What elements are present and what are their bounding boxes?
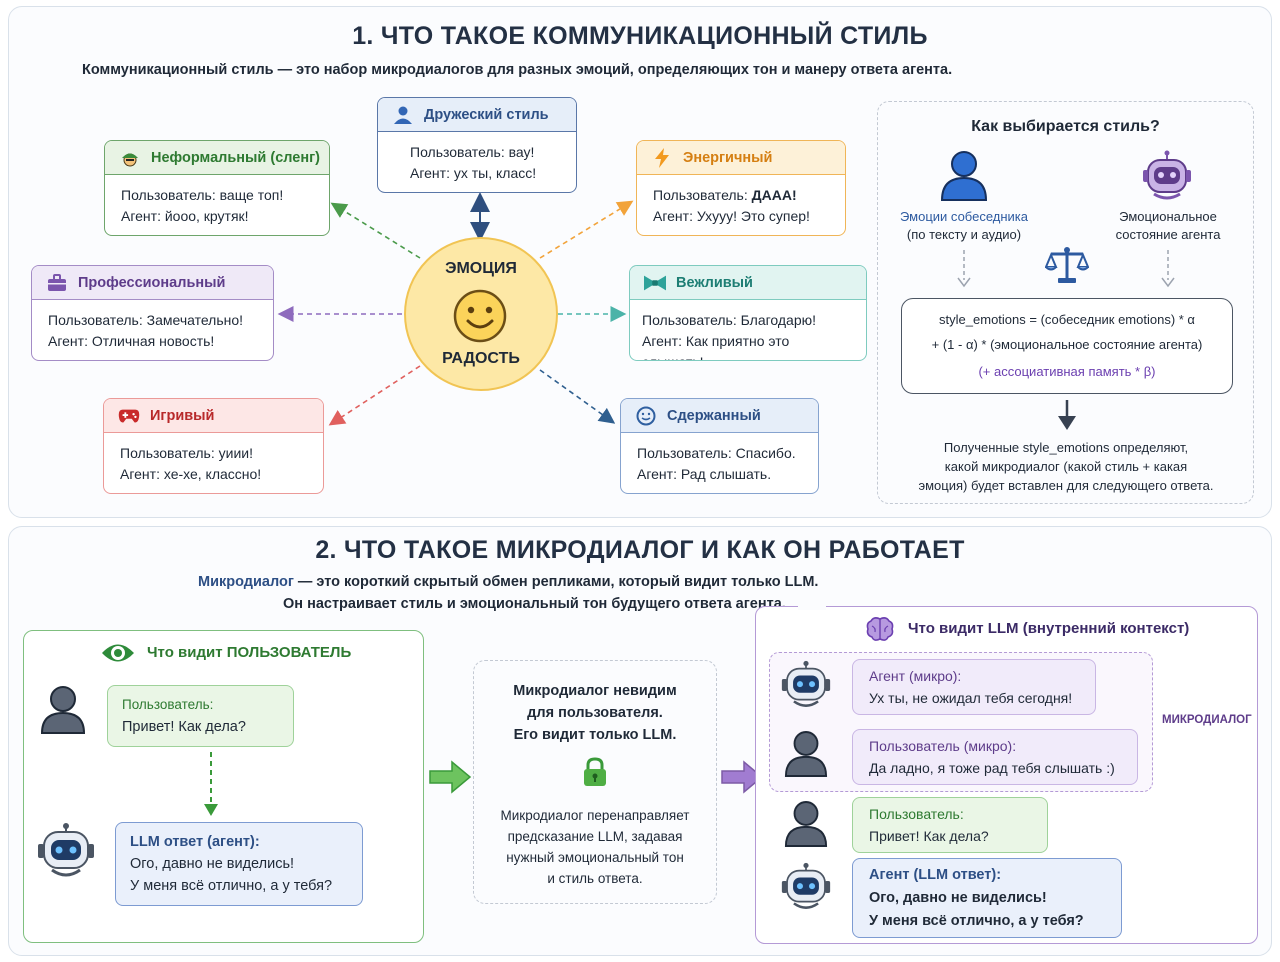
user-bubble: Пользователь: Привет! Как дела? [107, 685, 294, 747]
bow-tie-icon [644, 272, 666, 294]
gamepad-icon [118, 405, 140, 427]
user-view-title: Что видит ПОЛЬЗОВАТЕЛЬ [147, 644, 352, 661]
formula-box [901, 298, 1233, 394]
formula-line-1: style_emotions = (собеседник emotions) *… [939, 312, 1195, 327]
lock-icon [584, 757, 606, 786]
section1-subtitle: Коммуникационный стиль — это набор микро… [82, 62, 953, 78]
agent-response-robot-icon [781, 862, 831, 909]
connector-playful [328, 365, 421, 426]
microdialog-tag: МИКРОДИАЛОГ [1162, 714, 1252, 726]
style-title: Неформальный (сленг) [151, 149, 320, 166]
llm-response-bubble: LLM ответ (агент): Ого, давно не виделис… [115, 822, 363, 906]
user-micro-bubble: Пользователь (микро): Да ладно, я тоже р… [852, 729, 1138, 785]
user-icon [392, 104, 414, 126]
style-title: Вежливый [676, 274, 753, 291]
style-card-polite: Вежливый Пользователь: Благодарю! Агент:… [629, 265, 867, 361]
style-agent-line: Агент: Ухууу! Это супер! [653, 208, 810, 224]
llm-view-title-mask [798, 600, 826, 610]
emotion-label: ЭМОЦИЯ [445, 260, 517, 277]
style-selection-panel [877, 101, 1254, 504]
selection-right-label: Эмоциональное состояние агента [1115, 209, 1221, 242]
section2-title: 2. ЧТО ТАКОЕ МИКРОДИАЛОГ И КАК ОН РАБОТА… [315, 536, 965, 564]
style-connectors [277, 192, 634, 426]
llm-view-title: Что видит LLM (внутренний контекст) [908, 620, 1190, 637]
connector-energetic [539, 200, 634, 259]
selection-arrows [957, 250, 1175, 430]
cap-icon [119, 147, 141, 169]
style-agent-line: Агент: Как приятно это слышать! [642, 333, 790, 360]
llm-robot-icon [38, 823, 94, 877]
style-title: Дружеский стиль [424, 106, 549, 123]
style-title: Профессиональный [78, 274, 226, 291]
agent-response-bubble: Агент (LLM ответ): Ого, давно не виделис… [852, 858, 1122, 938]
emotion-value: РАДОСТЬ [442, 350, 520, 367]
style-agent-line: Агент: Отличная новость! [48, 333, 215, 349]
user-micro-avatar-icon [784, 731, 828, 777]
formula-line-3: (+ ассоциативная память * β) [978, 364, 1156, 379]
style-user-line: Пользователь: вау! [410, 144, 535, 160]
style-user-line: Пользователь: ДААА! [653, 187, 797, 203]
style-user-line: Пользователь: Замечательно! [48, 312, 244, 328]
eye-icon [102, 644, 134, 662]
agent-micro-bubble: Агент (микро): Ух ты, не ожидал тебя сег… [852, 659, 1096, 715]
robot-icon [1143, 150, 1191, 200]
style-user-line: Пользователь: Благодарю! [642, 312, 817, 328]
briefcase-icon [46, 272, 68, 294]
user-context-avatar-icon [784, 801, 828, 847]
style-agent-line: Агент: Рад слышать. [637, 466, 772, 482]
user-avatar-icon [40, 686, 86, 734]
style-title: Энергичный [683, 149, 773, 166]
scales-icon [1045, 247, 1089, 283]
middle-description: Микродиалог перенаправляет предсказание … [500, 808, 690, 886]
lightning-icon [651, 147, 673, 169]
selection-left-label: Эмоции собеседника (по тексту и аудио) [899, 209, 1029, 242]
middle-explanation-panel [473, 660, 717, 904]
style-user-line: Пользователь: Спасибо. [637, 445, 796, 461]
section2-subtitle: Микродиалог — это короткий скрытый обмен… [198, 574, 819, 590]
connector-slang [330, 202, 421, 259]
style-user-line: Пользователь: уиии! [120, 445, 253, 461]
person-icon [940, 151, 988, 201]
right-arrow-green [429, 760, 472, 794]
style-card-reserved: Сдержанный Пользователь: Спасибо. Агент:… [620, 398, 819, 494]
style-agent-line: Агент: хе-хе, классно! [120, 466, 262, 482]
user-to-llm-arrow [204, 752, 218, 816]
smiley-icon [453, 289, 507, 343]
calm-face-icon [635, 405, 657, 427]
style-card-professional: Профессиональный Пользователь: Замечател… [31, 265, 274, 361]
style-title: Сдержанный [667, 407, 761, 424]
style-card-playful: Игривый Пользователь: уиии! Агент: хе-хе… [103, 398, 324, 494]
style-card-energetic: Энергичный Пользователь: ДААА! Агент: Ух… [636, 140, 846, 236]
formula-line-2: + (1 - α) * (эмоциональное состояние аге… [931, 337, 1203, 352]
section1-title: 1. ЧТО ТАКОЕ КОММУНИКАЦИОННЫЙ СТИЛЬ [352, 22, 928, 50]
agent-micro-robot-icon [781, 660, 831, 707]
style-title: Игривый [150, 407, 215, 424]
right-arrow-purple [721, 760, 764, 794]
brain-icon [866, 617, 894, 641]
style-card-friendly: Дружеский стиль Пользователь: вау! Агент… [377, 97, 577, 193]
style-user-line: Пользователь: ваще топ! [121, 187, 284, 203]
middle-headline: Микродиалог невидим для пользователя. Ег… [513, 683, 677, 743]
section2-subtitle-2: Он настраивает стиль и эмоциональный тон… [283, 596, 786, 612]
selection-title: Как выбирается стиль? [971, 118, 1160, 135]
connector-reserved [539, 369, 616, 424]
style-card-slang: Неформальный (сленг) Пользователь: ваще … [104, 140, 330, 236]
style-agent-line: Агент: ух ты, класс! [410, 165, 537, 181]
selection-result: Полученные style_emotions определяют, ка… [918, 440, 1214, 493]
style-agent-line: Агент: йооо, крутяк! [121, 208, 249, 224]
user-context-bubble: Пользователь: Привет! Как дела? [852, 797, 1048, 853]
